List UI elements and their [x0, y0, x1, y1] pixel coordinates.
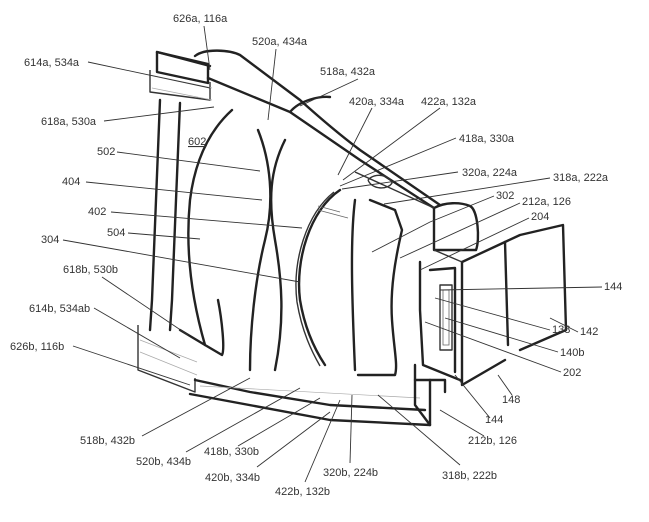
label-320a: 320a, 224a	[462, 167, 518, 179]
leader-line-520b	[185, 387, 301, 453]
leader-line-204	[419, 217, 530, 271]
label-138: 138	[552, 324, 570, 336]
leader-line-618a	[103, 106, 215, 122]
label-142: 142	[580, 326, 598, 338]
label-418b: 418b, 330b	[204, 446, 259, 458]
leader-line-212b	[439, 409, 485, 437]
leader-line-618b	[101, 276, 189, 336]
leader-line-302	[371, 195, 495, 253]
label-202: 202	[563, 367, 581, 379]
label-614b: 614b, 534ab	[29, 303, 90, 315]
label-402: 402	[88, 206, 106, 218]
leader-line-144b	[454, 374, 491, 419]
leader-line-404	[85, 181, 263, 201]
leader-line-138	[434, 297, 551, 331]
label-518b: 518b, 432b	[80, 435, 135, 447]
label-504: 504	[107, 227, 125, 239]
label-520b: 520b, 434b	[136, 456, 191, 468]
label-618b: 618b, 530b	[63, 264, 118, 276]
label-422a: 422a, 132a	[421, 96, 477, 108]
label-602: 602	[188, 136, 206, 148]
label-518a: 518a, 432a	[320, 66, 376, 78]
label-144-top: 144	[604, 281, 622, 293]
leader-line-614a	[87, 61, 211, 89]
leader-line-504	[127, 232, 201, 240]
label-144-bottom: 144	[485, 414, 503, 426]
label-140b: 140b	[560, 347, 584, 359]
leader-line-520a	[267, 48, 277, 121]
label-502: 502	[97, 146, 115, 158]
lens-elements	[178, 108, 404, 377]
label-302: 302	[496, 190, 514, 202]
label-520a: 520a, 434a	[252, 36, 308, 48]
label-420a: 420a, 334a	[349, 96, 405, 108]
label-422b: 422b, 132b	[275, 486, 330, 498]
label-318b: 318b, 222b	[442, 470, 497, 482]
leader-line-418a	[339, 137, 457, 187]
label-318a: 318a, 222a	[553, 172, 609, 184]
leader-line-402	[110, 211, 303, 229]
leader-line-518a	[299, 78, 359, 107]
leader-line-502	[116, 151, 261, 172]
label-204: 204	[531, 211, 549, 223]
leader-line-318a	[383, 177, 551, 205]
leader-line-304	[62, 239, 301, 283]
leader-line-626b	[72, 345, 191, 386]
housing-body	[137, 49, 480, 427]
reference-labels: 626a, 116a 520a, 434a 614a, 534a 518a, 4…	[10, 13, 622, 498]
leader-line-420b	[256, 411, 331, 468]
leader-line-148	[497, 374, 513, 396]
leader-line-418b	[237, 397, 321, 447]
leader-line-320b	[349, 394, 353, 464]
leader-line-420a	[337, 107, 373, 176]
leader-line-144t	[439, 286, 603, 291]
leader-line-140b	[444, 317, 559, 353]
leader-line-422a	[342, 107, 441, 181]
label-626b: 626b, 116b	[10, 341, 64, 353]
label-212b: 212b, 126	[468, 435, 517, 447]
sensor-housing	[413, 223, 568, 427]
label-418a: 418a, 330a	[459, 133, 515, 145]
label-320b: 320b, 224b	[323, 467, 378, 479]
leader-line-320a	[341, 171, 459, 190]
label-420b: 420b, 334b	[205, 472, 260, 484]
leader-line-518b	[141, 377, 251, 437]
leader-line-318b	[377, 394, 461, 466]
leader-line-422b	[304, 399, 341, 483]
leader-line-626a	[203, 25, 211, 71]
label-404: 404	[62, 176, 80, 188]
leader-line-614b	[93, 307, 181, 359]
label-618a: 618a, 530a	[41, 116, 97, 128]
label-304: 304	[41, 234, 59, 246]
leader-line-202	[424, 321, 562, 373]
leader-lines	[62, 25, 603, 483]
leader-line-142	[549, 317, 579, 333]
label-148: 148	[502, 394, 520, 406]
label-614a: 614a, 534a	[24, 57, 80, 69]
label-212a: 212a, 126	[522, 196, 571, 208]
label-626a: 626a, 116a	[173, 13, 228, 25]
leader-line-212a	[399, 202, 521, 259]
